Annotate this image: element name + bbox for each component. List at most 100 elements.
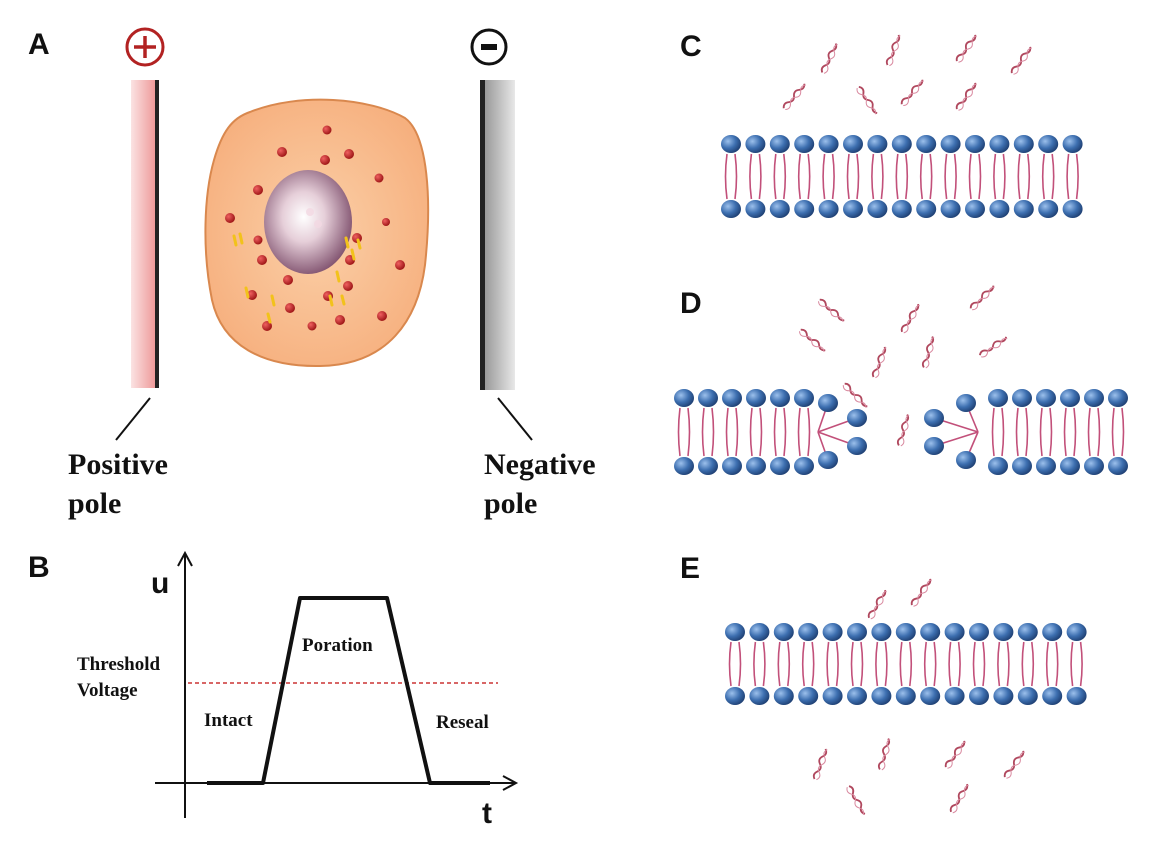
lipid-pair [843, 135, 863, 218]
lipid-head [965, 200, 985, 218]
positive-label-leader [115, 397, 151, 441]
dna-molecule [1010, 46, 1032, 75]
lipid-pair [1038, 135, 1059, 218]
lipid-head [770, 389, 790, 407]
lipid-pair [916, 135, 937, 218]
dna-molecule [979, 336, 1008, 358]
lipid-head [798, 687, 819, 705]
lipid-head [920, 623, 941, 641]
lipid-head [794, 135, 815, 153]
lipid-head [794, 389, 814, 407]
dna-molecule [900, 79, 924, 107]
lipid-head [725, 623, 745, 641]
lipid-head [1066, 623, 1087, 641]
lipid-head [871, 687, 892, 705]
lipid-pair [822, 623, 843, 705]
lipid-head [794, 457, 814, 475]
lipid-pair [969, 623, 989, 705]
lipid-pair [1084, 389, 1104, 475]
dna-molecule [846, 785, 866, 815]
lipid-head [1084, 457, 1104, 475]
lipid-head [843, 135, 863, 153]
dna-molecule [798, 328, 826, 352]
dna-molecule [921, 336, 935, 369]
lipid-pair [920, 623, 941, 705]
lipid-pair [867, 135, 888, 218]
lipid-head [989, 200, 1010, 218]
lipid-head [749, 687, 770, 705]
lipid-head [1013, 135, 1034, 153]
molecules-outside-c [782, 34, 1032, 115]
lipid-head [867, 200, 888, 218]
lipid-head [1013, 200, 1034, 218]
dna-molecule [910, 578, 932, 607]
cell [204, 98, 430, 368]
positive-pole-label: Positive pole [68, 448, 175, 520]
lipid-head [988, 389, 1008, 407]
lipid-pair [895, 623, 916, 705]
positive-pole-icon [125, 27, 165, 67]
lipid-pair [1060, 389, 1080, 475]
dna-molecule [900, 303, 920, 334]
lipid-head [924, 437, 944, 455]
lipid-head [818, 394, 838, 412]
lipid-head [1017, 623, 1038, 641]
lipid-head [749, 623, 770, 641]
panel-a-letter: A [28, 28, 50, 61]
lipid-head [1060, 457, 1080, 475]
lipid-pair [891, 135, 912, 218]
dna-molecule [944, 740, 966, 769]
lipid-pair [721, 135, 741, 218]
membrane-porated-d [674, 389, 1128, 475]
lipid-pair [798, 623, 819, 705]
x-axis-label: t [482, 797, 492, 830]
panel-e-letter: E [680, 552, 700, 585]
positive-electrode [131, 80, 159, 388]
lipid-pair [940, 135, 961, 218]
lipid-pair [1042, 623, 1063, 705]
lipid-head [916, 200, 937, 218]
lipid-pair [1017, 623, 1038, 705]
lipid-head [1036, 457, 1056, 475]
molecules-transferred-e [812, 578, 1025, 815]
lipid-head [847, 437, 867, 455]
lipid-head [769, 135, 790, 153]
lipid-head [920, 687, 941, 705]
lipid-pair [769, 135, 790, 218]
lipid-pair [965, 135, 985, 218]
dna-molecule [877, 738, 891, 771]
lipid-head [1038, 200, 1059, 218]
lipid-head [993, 623, 1014, 641]
lipid-head [969, 687, 989, 705]
pore-edge-lipid [817, 394, 867, 469]
dna-molecule [820, 43, 838, 74]
lipid-head [989, 135, 1010, 153]
dna-molecule [867, 589, 887, 620]
lipid-head [895, 623, 916, 641]
lipid-pair [993, 623, 1014, 705]
lipid-head [721, 200, 741, 218]
lipid-head [1012, 389, 1032, 407]
lipid-pair [674, 389, 694, 475]
lipid-head [895, 687, 916, 705]
lipid-head [969, 623, 989, 641]
lipid-pair [1036, 389, 1056, 475]
panel-c-letter: C [680, 30, 702, 63]
lipid-head [822, 623, 843, 641]
lipid-head [746, 457, 766, 475]
lipid-head [1038, 135, 1059, 153]
lipid-pair [871, 623, 892, 705]
lipid-head [769, 200, 790, 218]
dna-molecule [885, 34, 901, 67]
lipid-head [674, 457, 694, 475]
lipid-pair [1013, 135, 1034, 218]
lipid-head [988, 457, 1008, 475]
dna-molecule [896, 414, 910, 447]
dna-molecule [871, 346, 887, 379]
dna-molecule [782, 83, 806, 111]
lipid-pair [773, 623, 794, 705]
lipid-head [924, 409, 944, 427]
lipid-pair [794, 135, 815, 218]
negative-electrode [480, 80, 515, 390]
lipid-head [698, 457, 718, 475]
